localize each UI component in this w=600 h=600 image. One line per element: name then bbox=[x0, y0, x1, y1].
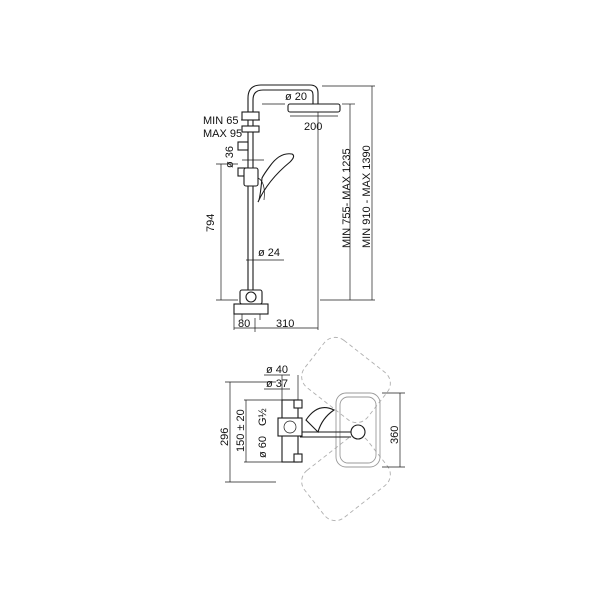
shower-head bbox=[287, 103, 341, 113]
head-diameter-label: 200 bbox=[304, 121, 322, 133]
front-view: ø 20 200 MIN 65 MAX 95 ø 36 794 ø 24 MIN… bbox=[203, 84, 375, 332]
plan-shower-head bbox=[335, 392, 381, 468]
total-width-label: 296 bbox=[219, 428, 231, 446]
head-projection-label: 310 bbox=[276, 318, 294, 330]
head-width-label: 360 bbox=[389, 426, 401, 444]
shower-riser-pipe bbox=[247, 84, 319, 312]
eccentric-diameter-label: ø 60 bbox=[257, 436, 269, 458]
head-pipe-diameter-label: ø 20 bbox=[285, 91, 307, 103]
bar-diameter-label: ø 36 bbox=[224, 146, 236, 168]
min-arm-label: MIN 65 bbox=[203, 115, 238, 127]
lower-pipe-diameter-label: ø 24 bbox=[258, 247, 280, 259]
hand-shower bbox=[257, 153, 295, 203]
thread-label: G½ bbox=[257, 408, 269, 426]
bar-height-label: 794 bbox=[205, 214, 217, 232]
max-arm-label: MAX 95 bbox=[203, 128, 242, 140]
head-rotation-outline bbox=[301, 336, 391, 424]
height-range-total-label: MIN 910 - MAX 1390 bbox=[361, 145, 373, 248]
plan-view: ø 40 ø 37 G½ 150 ± 20 ø 60 296 360 bbox=[219, 336, 405, 522]
valve-offset-label: 80 bbox=[238, 318, 250, 330]
outer-diameter-label: ø 40 bbox=[266, 364, 288, 376]
centre-distance-label: 150 ± 20 bbox=[235, 409, 247, 452]
height-range-head-label: MIN 755- MAX 1235 bbox=[341, 148, 353, 248]
inner-diameter-label: ø 37 bbox=[266, 378, 288, 390]
